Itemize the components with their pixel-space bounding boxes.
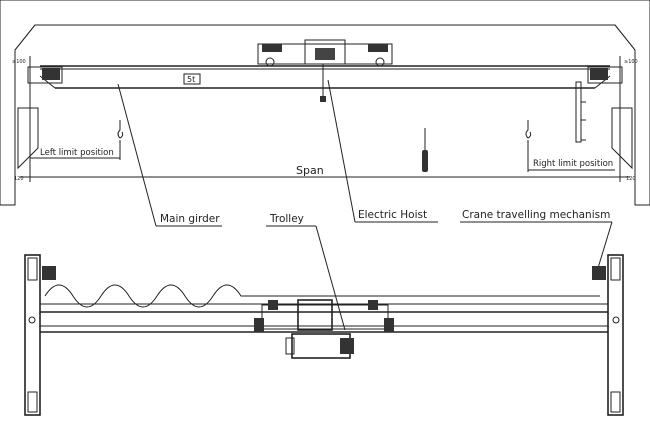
left-limit-label: Left limit position [40,148,114,158]
trolley-elevation [257,39,393,102]
clearance-top-right: ≥100 [624,59,638,65]
crane-travelling-label: Crane travelling mechanism [462,209,610,221]
clearance-bottom-right: 120 [626,176,636,182]
span-label: Span [296,164,324,177]
left-travel-motor [42,68,60,80]
right-end-carriage [587,66,623,84]
right-end-beam [607,254,624,416]
left-end-beam [24,254,41,416]
hoist-hook-icon [320,96,326,102]
left-corbel [17,107,39,170]
dimensions: ≥100 ≥100 120 120 Left limit position Ri… [12,56,638,182]
right-corbel [611,107,633,170]
trolley-plan [254,299,394,359]
right-hook-icon [525,120,532,139]
clearance-bottom-left: 120 [14,176,24,182]
left-end-carriage [27,66,63,84]
main-girder-elevation: 5t [27,65,623,89]
plan-view [24,254,624,416]
capacity-label: 5t [187,75,195,84]
main-girder-label: Main girder [160,213,220,225]
right-limit-label: Right limit position [533,159,613,169]
left-drive-motor [42,266,56,280]
festoon-cable [44,284,600,308]
trolley-label: Trolley [269,213,304,225]
clearance-top-left: ≥100 [12,59,26,65]
callouts: Main girder Trolley Electric Hoist Crane… [117,79,613,331]
right-conductor [575,81,586,143]
right-drive-motor [592,266,606,280]
right-travel-motor [590,68,608,80]
left-hook-icon [117,120,124,139]
capacity-plate [183,73,201,85]
electric-hoist-label: Electric Hoist [358,209,427,221]
building-structure [0,0,650,206]
pendant-control [422,128,428,172]
